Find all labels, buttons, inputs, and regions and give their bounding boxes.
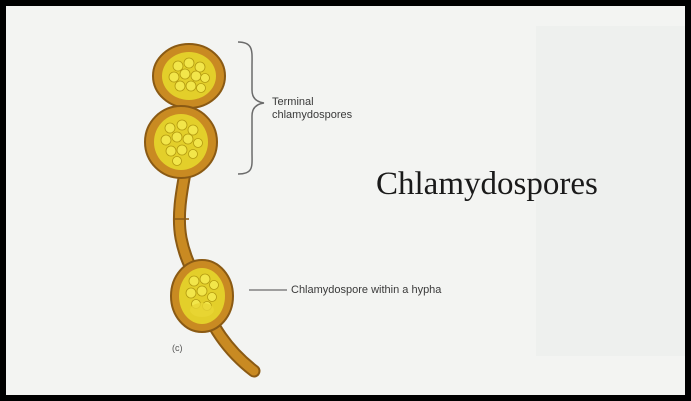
- slide-title: Chlamydospores: [376, 166, 598, 203]
- terminal-label-line2: chlamydospores: [272, 109, 392, 122]
- terminal-chlamydospore-bottom: [145, 106, 217, 178]
- chlamydospore-diagram: [6, 6, 691, 401]
- terminal-chlamydospore-top: [153, 44, 225, 108]
- chlamydospore-within-hypha: [171, 260, 233, 332]
- panel-label: (c): [172, 343, 183, 353]
- terminal-chlamydospores-label: Terminal chlamydospores: [272, 96, 392, 122]
- terminal-label-line1: Terminal: [272, 96, 392, 109]
- within-hypha-label: Chlamydospore within a hypha: [291, 284, 441, 297]
